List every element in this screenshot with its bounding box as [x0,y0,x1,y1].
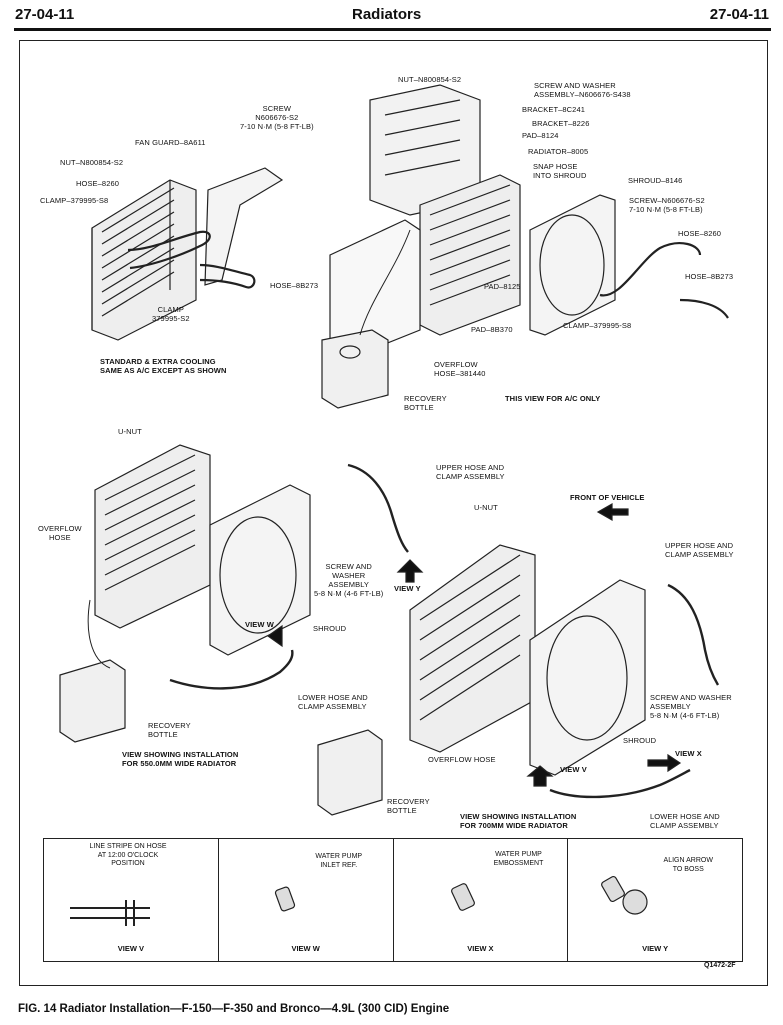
label-screw-washer-top: SCREW AND WASHER ASSEMBLY–N606676-S438 [534,81,631,99]
detail-views: LINE STRIPE ON HOSE AT 12:00 O'CLOCK POS… [43,838,743,962]
label-recovery-bottom: RECOVERY BOTTLE [387,797,430,815]
label-upper-hose-right: UPPER HOSE AND CLAMP ASSEMBLY [665,541,734,559]
recovery-bottle-bottom [317,729,383,816]
detail-view-y: ALIGN ARROW TO BOSS VIEW Y [568,839,742,961]
detail-view-v: LINE STRIPE ON HOSE AT 12:00 O'CLOCK POS… [44,839,219,961]
label-overflow-hose-bottom: OVERFLOW HOSE [428,755,496,764]
label-view-700: VIEW SHOWING INSTALLATION FOR 700mm WIDE… [460,812,577,830]
detail-view-x: WATER PUMP EMBOSSMENT VIEW X [394,839,569,961]
view-w-label: VIEW W [291,944,320,953]
view-w-sketch [274,886,296,912]
page-header: 27-04-11 Radiators 27-04-11 [0,0,783,30]
view-x-sketch [451,883,475,911]
figure-caption: FIG. 14 Radiator Installation—F-150—F-35… [18,1003,450,1015]
front-of-vehicle-arrow-icon [596,502,629,522]
figure-code: Q1472-2F [704,962,736,969]
view-x-label: VIEW X [467,944,494,953]
label-nut-top: NUT–N800854-S2 [398,75,462,84]
label-pad-8124: PAD–8124 [522,131,559,140]
radiator-550 [94,444,211,629]
shroud-700 [529,579,646,776]
label-bracket-8226: BRACKET–8226 [532,119,590,128]
lower-hose-550 [169,649,294,690]
label-screw-washer-mid: SCREW AND WASHER ASSEMBLY 5-8 N·m (4-6 F… [314,562,384,598]
hose-ac [599,242,729,319]
upper-hose-standard [127,230,211,270]
view-x-arrow-icon [647,753,682,773]
label-view-550: VIEW SHOWING INSTALLATION FOR 550.0mm WI… [122,750,239,768]
radiator-ac [419,174,521,336]
label-nut-left: NUT–N800854-S2 [60,158,124,167]
section-number-right: 27-04-11 [709,6,769,23]
label-screw-top: SCREW N606676-S2 7-10 N·m (5-8 FT-LB) [240,104,314,131]
recovery-bottle-top [321,329,389,409]
label-unut-left: U-NUT [118,427,142,436]
label-screw-washer-right: SCREW AND WASHER ASSEMBLY 5-8 N·m (4-6 F… [650,693,732,720]
label-fan-guard: FAN GUARD–8A611 [135,138,206,147]
detail-view-w: WATER PUMP INLET REF. VIEW W [219,839,394,961]
label-hose-8260-right: HOSE–8260 [678,229,722,238]
label-clamp-right: CLAMP–379995-S8 [563,321,632,330]
label-recovery-top: RECOVERY BOTTLE [404,394,447,412]
view-v-sketch [70,900,150,926]
label-upper-hose-left: UPPER HOSE AND CLAMP ASSEMBLY [436,463,505,481]
label-bracket-8c241: BRACKET–8C241 [522,105,585,114]
overflow-hose-line-left [87,599,111,669]
label-standard-extra: STANDARD & EXTRA COOLING SAME AS A/C EXC… [100,357,227,375]
label-shroud-mid: SHROUD [313,624,347,633]
shroud-550 [209,484,311,656]
label-view-y-arrow: VIEW Y [394,584,421,593]
recovery-bottle-left [59,659,126,743]
label-overflow-left: OVERFLOW HOSE [38,524,82,542]
label-view-v-arrow: VIEW V [560,765,587,774]
label-overflow-hose-top: OVERFLOW HOSE–381440 [434,360,486,378]
radiator-bracket-assembly [369,84,481,216]
view-x-text: WATER PUMP EMBOSSMENT [493,851,544,867]
label-shroud-8146: SHROUD–8146 [628,176,683,185]
radiator-700 [409,544,536,753]
label-hose-8260-left: HOSE–8260 [76,179,120,188]
section-number-left: 27-04-11 [15,6,75,23]
label-hose-8b273-left: HOSE–8B273 [270,281,319,290]
label-lower-hose-right: LOWER HOSE AND CLAMP ASSEMBLY [650,812,720,830]
label-view-w-arrow: VIEW W [245,620,274,629]
view-y-text: ALIGN ARROW TO BOSS [663,857,713,873]
label-front-vehicle: FRONT OF VEHICLE [570,493,645,502]
label-view-x-arrow: VIEW X [675,749,702,758]
upper-hose-550 [347,463,409,553]
upper-hose-700 [667,583,720,686]
label-pad-8125: PAD–8125 [484,282,521,291]
view-y-sketch [601,875,648,915]
label-ac-only: THIS VIEW FOR A/C ONLY [505,394,601,403]
view-y-label: VIEW Y [642,944,669,953]
header-rule [14,28,771,31]
shroud-ac [529,194,616,336]
label-pad-8b370: PAD–8B370 [471,325,513,334]
view-v-label: VIEW V [117,944,144,953]
fan-guard [204,167,284,286]
radiator-standard [91,179,197,341]
view-w-text: WATER PUMP INLET REF. [315,853,363,869]
label-clamp-bottom: CLAMP 379995-S2 [152,305,190,323]
label-shroud-right: SHROUD [623,736,657,745]
label-snap-hose: SNAP HOSE INTO SHROUD [533,162,587,180]
label-radiator-8005: RADIATOR–8005 [528,147,589,156]
lower-hose-standard [199,263,256,289]
label-recovery-mid: RECOVERY BOTTLE [148,721,191,739]
section-title: Radiators [352,6,422,23]
overflow-hose-line-top [359,229,411,336]
label-hose-8b273-right: HOSE–8B273 [685,272,734,281]
view-y-arrow-icon [396,559,424,583]
figure-frame [19,40,768,986]
view-v-text: LINE STRIPE ON HOSE AT 12:00 O'CLOCK POS… [89,843,167,867]
view-v-arrow-icon [526,765,554,787]
label-unut-right: U-NUT [474,503,498,512]
view-w-arrow-icon [266,624,283,648]
label-screw-right: SCREW–N606676-S2 7-10 N·m (5-8 FT-LB) [629,196,705,214]
label-lower-hose-left: LOWER HOSE AND CLAMP ASSEMBLY [298,693,368,711]
label-clamp-left: CLAMP–379995-S8 [40,196,109,205]
lower-hose-700 [549,768,691,799]
